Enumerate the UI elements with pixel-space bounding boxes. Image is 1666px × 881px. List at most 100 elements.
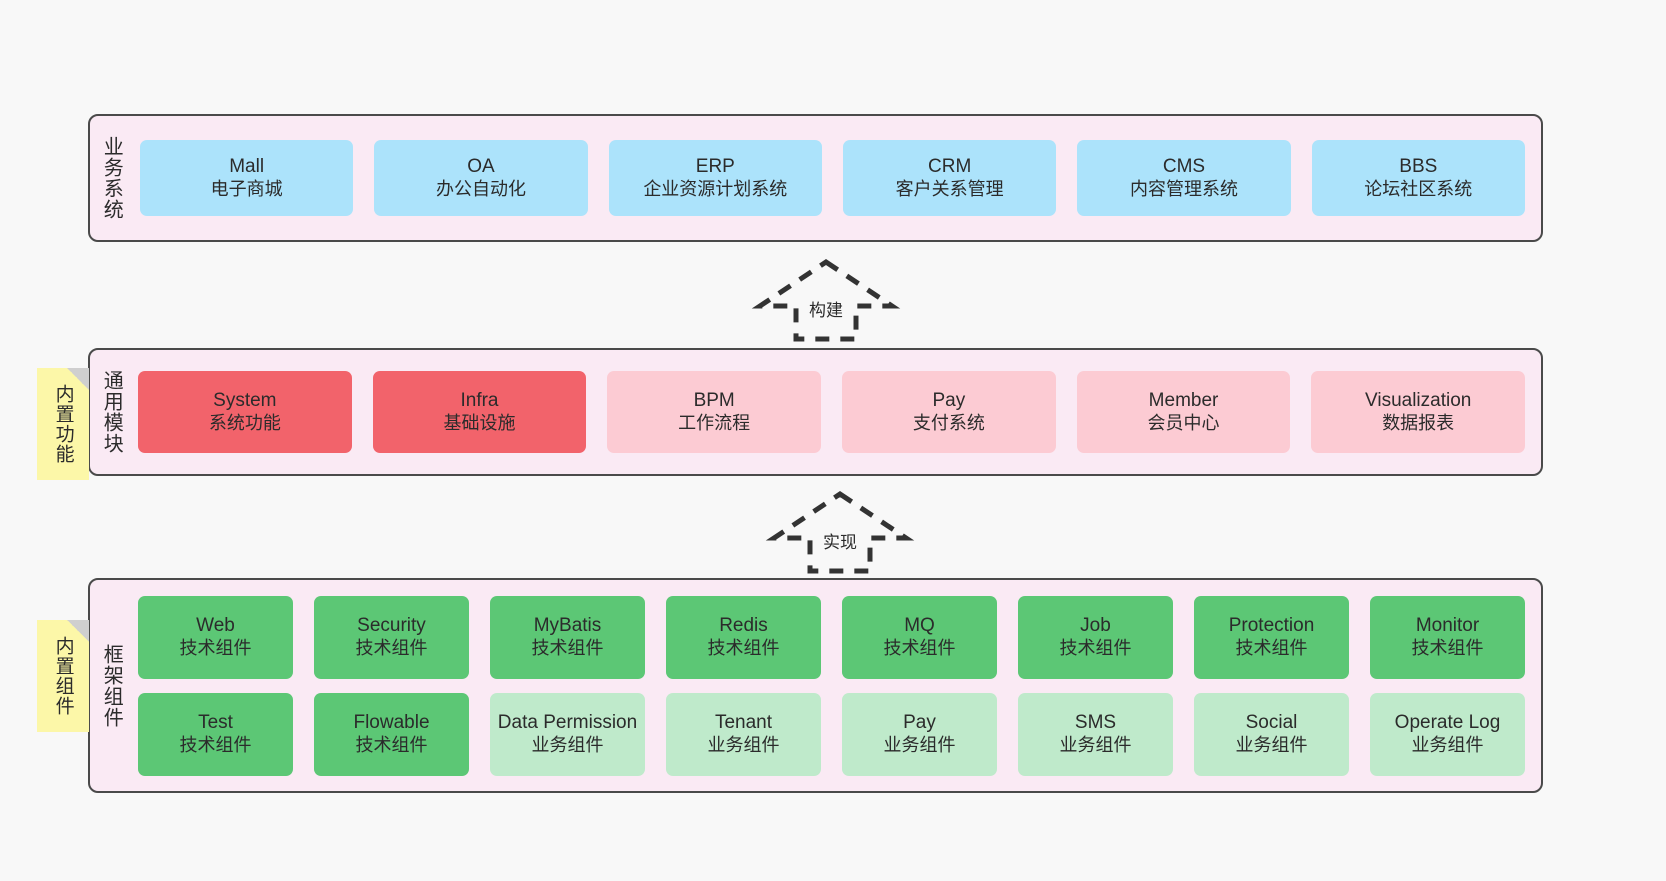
card-social-subtitle: 业务组件 [1235, 734, 1308, 755]
card-visualization-title: Visualization [1365, 390, 1472, 412]
card-pay-component-title: Pay [903, 712, 936, 734]
card-mybatis-subtitle: 技术组件 [531, 637, 604, 658]
card-protection-subtitle: 技术组件 [1235, 637, 1308, 658]
card-tenant-title: Tenant [714, 712, 773, 734]
card-test-subtitle: 技术组件 [179, 734, 252, 755]
framework-tech-row: Web 技术组件 Security 技术组件 MyBatis 技术组件 Redi… [138, 595, 1525, 679]
card-security[interactable]: Security 技术组件 [314, 595, 469, 679]
card-pay-component[interactable]: Pay 业务组件 [842, 692, 997, 776]
card-web-subtitle: 技术组件 [179, 637, 252, 658]
card-job-title: Job [1080, 615, 1111, 637]
card-visualization[interactable]: Visualization 数据报表 [1311, 371, 1526, 453]
card-tenant-subtitle: 业务组件 [707, 734, 780, 755]
card-flowable-title: Flowable [353, 712, 430, 734]
card-monitor-title: Monitor [1415, 615, 1480, 637]
card-flowable-subtitle: 技术组件 [355, 734, 428, 755]
card-redis-title: Redis [719, 615, 768, 637]
arrow-build: 构建 [751, 258, 901, 343]
arrow-implement: 实现 [765, 490, 915, 575]
card-oa-subtitle: 办公自动化 [435, 178, 526, 199]
card-mybatis-title: MyBatis [533, 615, 602, 637]
card-erp[interactable]: ERP 企业资源计划系统 [608, 140, 822, 216]
card-cms-title: CMS [1162, 156, 1206, 178]
card-bpm-title: BPM [693, 390, 735, 412]
card-data-permission-title: Data Permission [497, 712, 638, 734]
card-pay-module[interactable]: Pay 支付系统 [842, 371, 1056, 453]
card-oa-title: OA [467, 156, 495, 178]
card-operate-log-title: Operate Log [1394, 712, 1501, 734]
card-crm[interactable]: CRM 客户关系管理 [842, 140, 1057, 216]
card-web[interactable]: Web 技术组件 [138, 595, 293, 679]
layer-body-framework-components: Web 技术组件 Security 技术组件 MyBatis 技术组件 Redi… [132, 580, 1541, 791]
card-redis[interactable]: Redis 技术组件 [666, 595, 821, 679]
card-web-title: Web [196, 615, 235, 637]
card-bpm-subtitle: 工作流程 [678, 412, 751, 433]
card-protection-title: Protection [1228, 615, 1315, 637]
layer-body-business-systems: Mall 电子商城 OA 办公自动化 ERP 企业资源计划系统 CRM 客户关系… [132, 116, 1541, 240]
card-infra-title: Infra [460, 390, 499, 412]
card-test[interactable]: Test 技术组件 [138, 692, 293, 776]
card-mall-subtitle: 电子商城 [210, 178, 283, 199]
card-bbs-title: BBS [1399, 156, 1438, 178]
card-mq-title: MQ [904, 615, 935, 637]
note-builtin-components-label: 内置组件 [52, 636, 74, 716]
card-infra-subtitle: 基础设施 [443, 412, 516, 433]
card-erp-title: ERP [695, 156, 735, 178]
card-security-subtitle: 技术组件 [355, 637, 428, 658]
card-erp-subtitle: 企业资源计划系统 [643, 178, 788, 199]
layer-title-common-modules: 通用模块 [100, 370, 123, 454]
card-flowable[interactable]: Flowable 技术组件 [314, 692, 469, 776]
card-bpm[interactable]: BPM 工作流程 [607, 371, 822, 453]
card-cms[interactable]: CMS 内容管理系统 [1077, 140, 1291, 216]
layer-title-framework-components: 框架组件 [100, 643, 123, 728]
card-data-permission[interactable]: Data Permission 业务组件 [490, 692, 645, 776]
card-sms-subtitle: 业务组件 [1059, 734, 1132, 755]
card-infra[interactable]: Infra 基础设施 [372, 371, 587, 453]
layer-framework-components: 框架组件 Web 技术组件 Security 技术组件 MyBatis 技术组件… [88, 578, 1543, 793]
card-member[interactable]: Member 会员中心 [1076, 371, 1291, 453]
card-sms-title: SMS [1074, 712, 1117, 734]
card-crm-title: CRM [928, 156, 972, 178]
card-member-title: Member [1148, 390, 1219, 412]
card-redis-subtitle: 技术组件 [707, 637, 780, 658]
card-monitor[interactable]: Monitor 技术组件 [1370, 595, 1525, 679]
card-mq[interactable]: MQ 技术组件 [842, 595, 997, 679]
note-builtin-functions-label: 内置功能 [52, 384, 74, 464]
card-sms[interactable]: SMS 业务组件 [1018, 692, 1173, 776]
layer-title-business-systems: 业务系统 [100, 136, 123, 220]
card-pay-module-subtitle: 支付系统 [912, 412, 985, 433]
card-oa[interactable]: OA 办公自动化 [374, 140, 588, 216]
card-pay-module-title: Pay [932, 390, 966, 412]
card-cms-subtitle: 内容管理系统 [1129, 178, 1238, 199]
card-social[interactable]: Social 业务组件 [1194, 692, 1349, 776]
card-protection[interactable]: Protection 技术组件 [1194, 595, 1349, 679]
card-tenant[interactable]: Tenant 业务组件 [666, 692, 821, 776]
card-test-title: Test [198, 712, 233, 734]
card-pay-component-subtitle: 业务组件 [883, 734, 956, 755]
card-visualization-subtitle: 数据报表 [1382, 412, 1455, 433]
note-builtin-components: 内置组件 [37, 620, 89, 732]
card-job[interactable]: Job 技术组件 [1018, 595, 1173, 679]
card-security-title: Security [357, 615, 426, 637]
card-mall-title: Mall [229, 156, 265, 178]
card-operate-log-subtitle: 业务组件 [1411, 734, 1484, 755]
framework-business-row: Test 技术组件 Flowable 技术组件 Data Permission … [138, 692, 1525, 776]
note-builtin-functions: 内置功能 [37, 368, 89, 480]
card-bbs[interactable]: BBS 论坛社区系统 [1311, 140, 1525, 216]
card-member-subtitle: 会员中心 [1147, 412, 1220, 433]
card-system[interactable]: System 系统功能 [138, 371, 352, 453]
note-fold-corner-icon [67, 620, 89, 642]
card-system-subtitle: 系统功能 [208, 412, 281, 433]
layer-common-modules: 通用模块 System 系统功能 Infra 基础设施 BPM 工作流程 Pay… [88, 348, 1543, 476]
card-data-permission-subtitle: 业务组件 [531, 734, 604, 755]
card-mybatis[interactable]: MyBatis 技术组件 [490, 595, 645, 679]
card-mall[interactable]: Mall 电子商城 [140, 140, 354, 216]
note-fold-corner-icon [67, 368, 89, 390]
card-social-title: Social [1245, 712, 1298, 734]
card-system-title: System [213, 390, 277, 412]
card-job-subtitle: 技术组件 [1059, 637, 1132, 658]
card-mq-subtitle: 技术组件 [883, 637, 956, 658]
card-operate-log[interactable]: Operate Log 业务组件 [1370, 692, 1525, 776]
common-modules-row: System 系统功能 Infra 基础设施 BPM 工作流程 Pay 支付系统… [138, 371, 1526, 453]
